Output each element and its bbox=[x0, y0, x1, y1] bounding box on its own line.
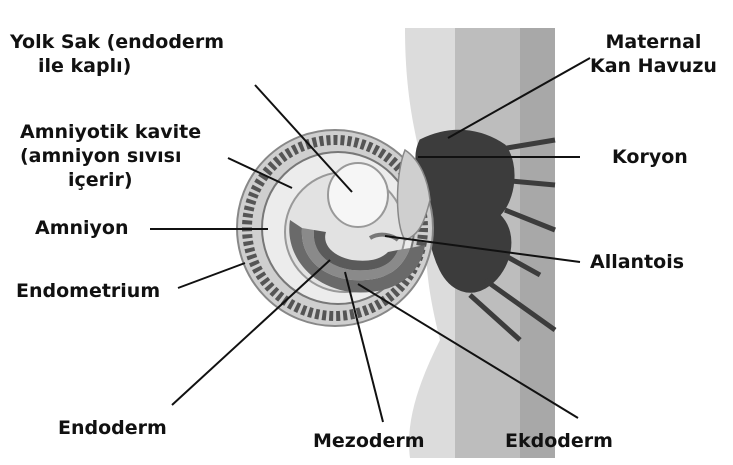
label-allantois: Allantois bbox=[590, 251, 685, 273]
label-koryon: Koryon bbox=[612, 146, 688, 168]
leader-lines bbox=[150, 57, 591, 423]
label-amniyon: Amniyon bbox=[35, 217, 129, 239]
mesoderm-layer bbox=[301, 228, 410, 281]
label-maternal-kan-havuzu: Maternal Kan Havuzu bbox=[590, 31, 717, 77]
endoderm-layer bbox=[313, 230, 398, 271]
label-endoderm: Endoderm bbox=[58, 417, 167, 439]
label-yolk-sak: Yolk Sak (endoderm ile kaplı) bbox=[10, 31, 224, 77]
label-amniyotik-kavite: Amniyotik kavite (amniyon sıvısı içerir) bbox=[20, 121, 202, 191]
connecting-stalk bbox=[396, 148, 431, 241]
ectoderm-layer bbox=[289, 220, 425, 293]
allantois-duct bbox=[368, 232, 400, 242]
yolk-sac bbox=[327, 162, 389, 228]
label-ekdoderm: Ekdoderm bbox=[505, 430, 613, 452]
label-mezoderm: Mezoderm bbox=[313, 430, 425, 452]
label-endometrium: Endometrium bbox=[16, 280, 161, 302]
